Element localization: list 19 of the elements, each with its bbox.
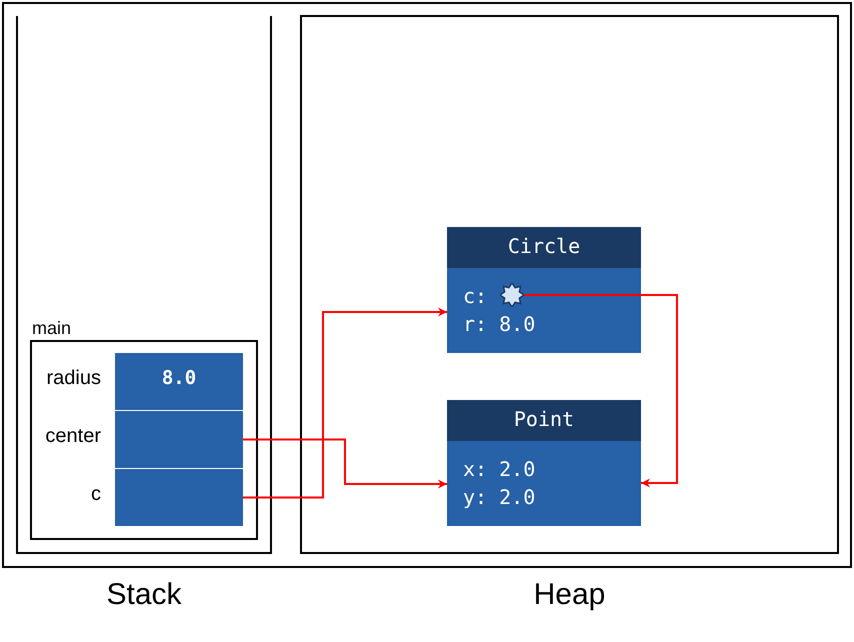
object-box [447,400,641,526]
variable-label: c [91,483,101,506]
variable-label: radius [46,367,101,390]
class-header: Circle [447,227,641,268]
field-text: x: 2.0 [463,456,536,482]
pointer-arrow [243,438,447,488]
cell-value: 8.0 [160,367,198,389]
variable-label: center [45,425,101,448]
pointer-icon [500,283,524,307]
field-text: y: 2.0 [463,484,536,510]
frame-label: main [32,318,72,339]
field-text: r: 8.0 [463,311,536,337]
class-header: Point [447,400,641,441]
pointer-arrow [524,294,678,488]
field-text: c: [463,283,488,309]
pointer-arrow [243,308,447,498]
object-box [447,227,641,353]
panel-heading: Heap [532,578,606,612]
panel-heading: Stack [105,578,183,612]
